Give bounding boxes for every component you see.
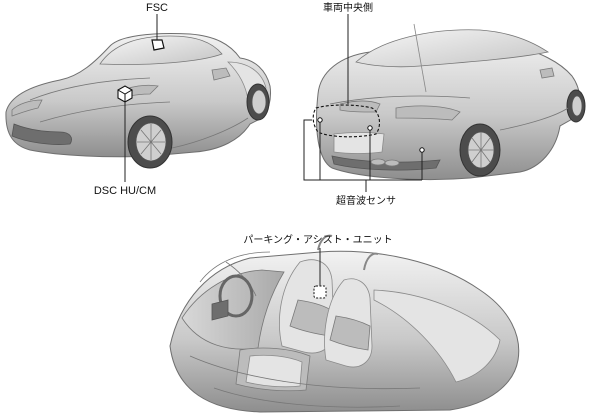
sensor-callout-bracket bbox=[303, 119, 423, 192]
dsc-label: DSC HU/CM bbox=[94, 185, 156, 197]
fsc-camera-icon bbox=[151, 39, 165, 51]
fsc-label: FSC bbox=[146, 2, 168, 14]
dsc-module-icon bbox=[117, 85, 133, 103]
ultrasonic-sensor-label: 超音波センサ bbox=[336, 194, 396, 207]
front-car-illustration bbox=[5, 33, 271, 169]
interior-illustration bbox=[169, 234, 520, 413]
parking-assist-unit-label: パーキング・アシスト・ユニット bbox=[243, 233, 392, 246]
rear-car-illustration bbox=[316, 23, 586, 181]
parking-assist-unit-icon bbox=[313, 285, 327, 299]
center-side-label: 車両中央側 bbox=[323, 1, 373, 14]
center-region-dashed-outline bbox=[312, 104, 381, 138]
